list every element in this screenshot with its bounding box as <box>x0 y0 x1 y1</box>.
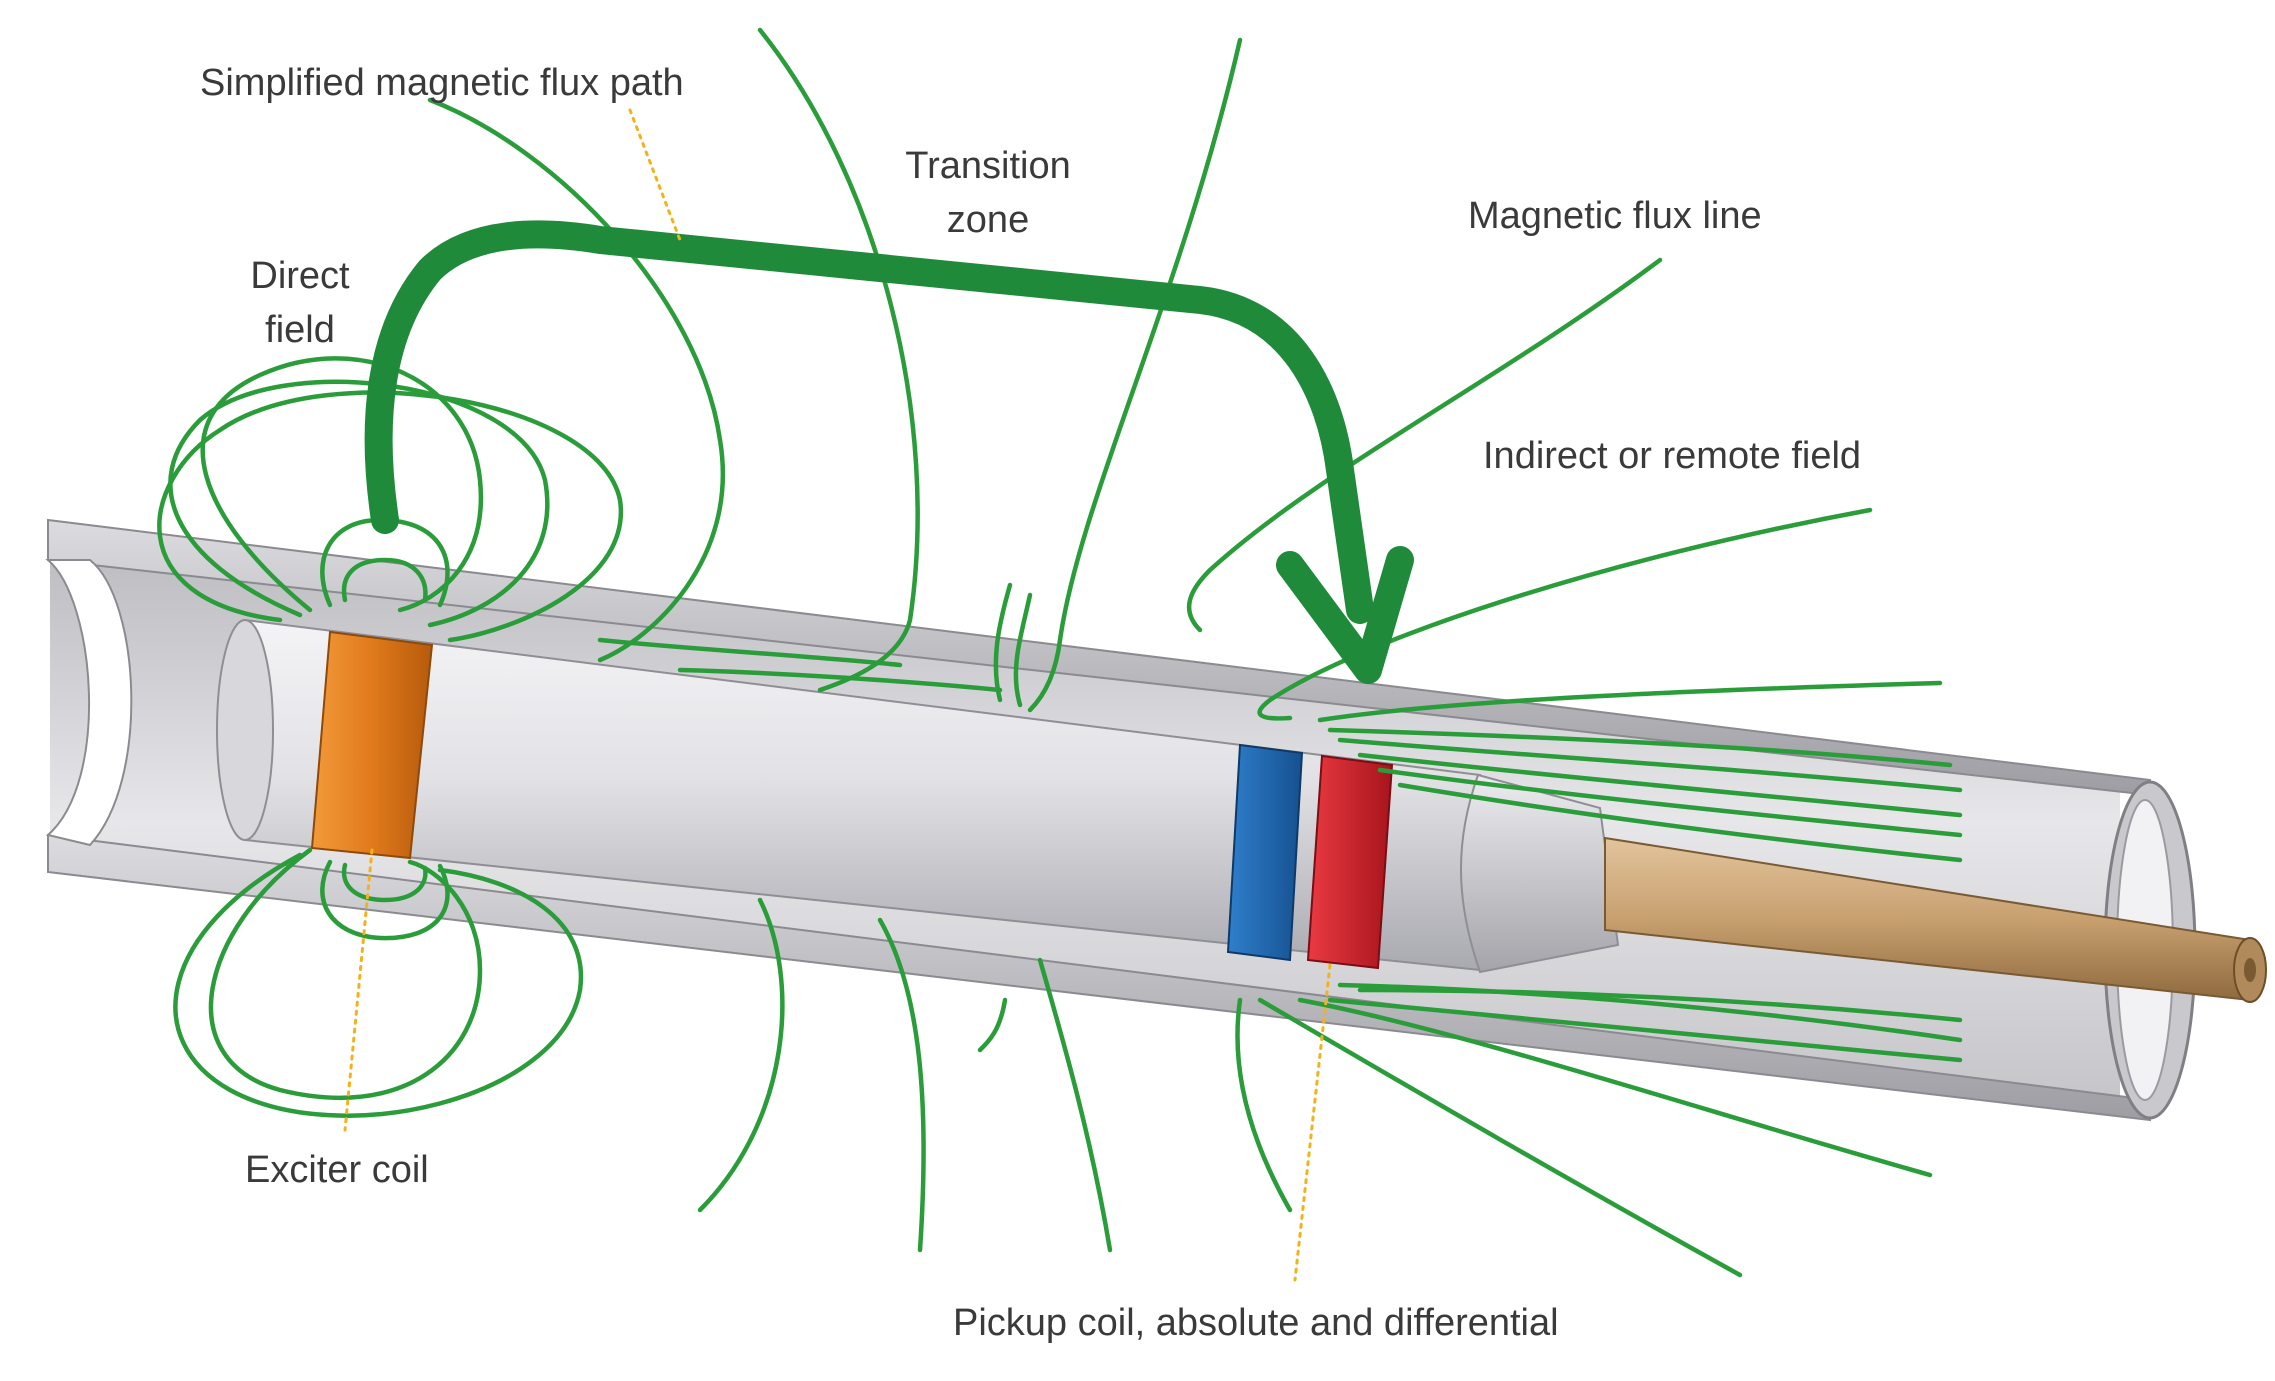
transition-field-line <box>1027 37 1243 713</box>
remote-field-line <box>1235 997 1293 1213</box>
leader-lines <box>343 108 1332 1282</box>
remote-field-line <box>1357 752 1963 818</box>
curved-arrow-icon <box>364 220 1414 684</box>
direct-field-line <box>208 847 483 1101</box>
label-indirect-remote-field: Indirect or remote field <box>1483 435 1861 477</box>
exciter-coil <box>310 630 434 860</box>
flux-path-arrow-shaft <box>364 220 1374 624</box>
transition-field-line <box>597 637 903 668</box>
direct-field-line <box>173 852 584 1118</box>
remote-field-line <box>1327 997 1963 1063</box>
direct-field-line <box>200 356 484 613</box>
leader-exciter-coil <box>343 848 374 1132</box>
labels: Simplified magnetic flux path Transition… <box>200 62 1861 1344</box>
direct-field-line <box>341 862 428 903</box>
label-magnetic-flux-line: Magnetic flux line <box>1468 195 1762 237</box>
remote-field-line <box>1397 782 1963 863</box>
transition-field-line <box>757 27 920 693</box>
direct-field-line <box>341 557 428 603</box>
transition-field-line <box>877 917 926 1253</box>
transition-field-line <box>977 997 1008 1053</box>
remote-field-line <box>1357 987 1963 1023</box>
leader-simplified-path <box>628 108 682 242</box>
probe <box>216 618 2267 1003</box>
transition-field-line <box>1013 592 1033 708</box>
leader-pickup-coil <box>1293 963 1332 1282</box>
remote-field-line <box>1377 767 1963 838</box>
label-direct-field-line1: Direct <box>250 255 350 297</box>
label-exciter-coil: Exciter coil <box>245 1149 429 1191</box>
remote-field-line <box>1317 680 1943 723</box>
label-transition-zone-line2: zone <box>947 199 1029 241</box>
label-direct-field-line2: field <box>265 309 335 351</box>
probe-left-cap <box>216 619 274 841</box>
remote-field-line <box>1327 727 1953 768</box>
transition-field-line <box>1037 957 1113 1253</box>
flux-path-arrow-head <box>1276 546 1414 684</box>
direct-field-line <box>157 390 624 643</box>
pipe-left-rim <box>45 559 133 847</box>
transition-field-line <box>697 897 785 1213</box>
transition-field-line <box>677 667 1003 693</box>
remote-field-line <box>1187 257 1663 633</box>
remote-field-line <box>1257 997 1743 1278</box>
remote-field-line <box>1337 737 1963 793</box>
transition-field-line <box>427 97 726 663</box>
remote-field-line <box>1337 982 1963 1043</box>
label-simplified-flux-path: Simplified magnetic flux path <box>200 62 684 104</box>
pickup-coil-absolute <box>1226 743 1304 962</box>
remote-field-line <box>1297 997 1933 1178</box>
pickup-coil-differential <box>1306 754 1394 970</box>
probe-nose-cone <box>1460 773 1620 974</box>
label-transition-zone-line1: Transition <box>905 145 1070 187</box>
label-pickup-coil: Pickup coil, absolute and differential <box>953 1302 1559 1344</box>
cable-end-hole <box>2244 958 2256 982</box>
transition-field-line <box>993 582 1013 703</box>
direct-field-line <box>320 859 450 941</box>
